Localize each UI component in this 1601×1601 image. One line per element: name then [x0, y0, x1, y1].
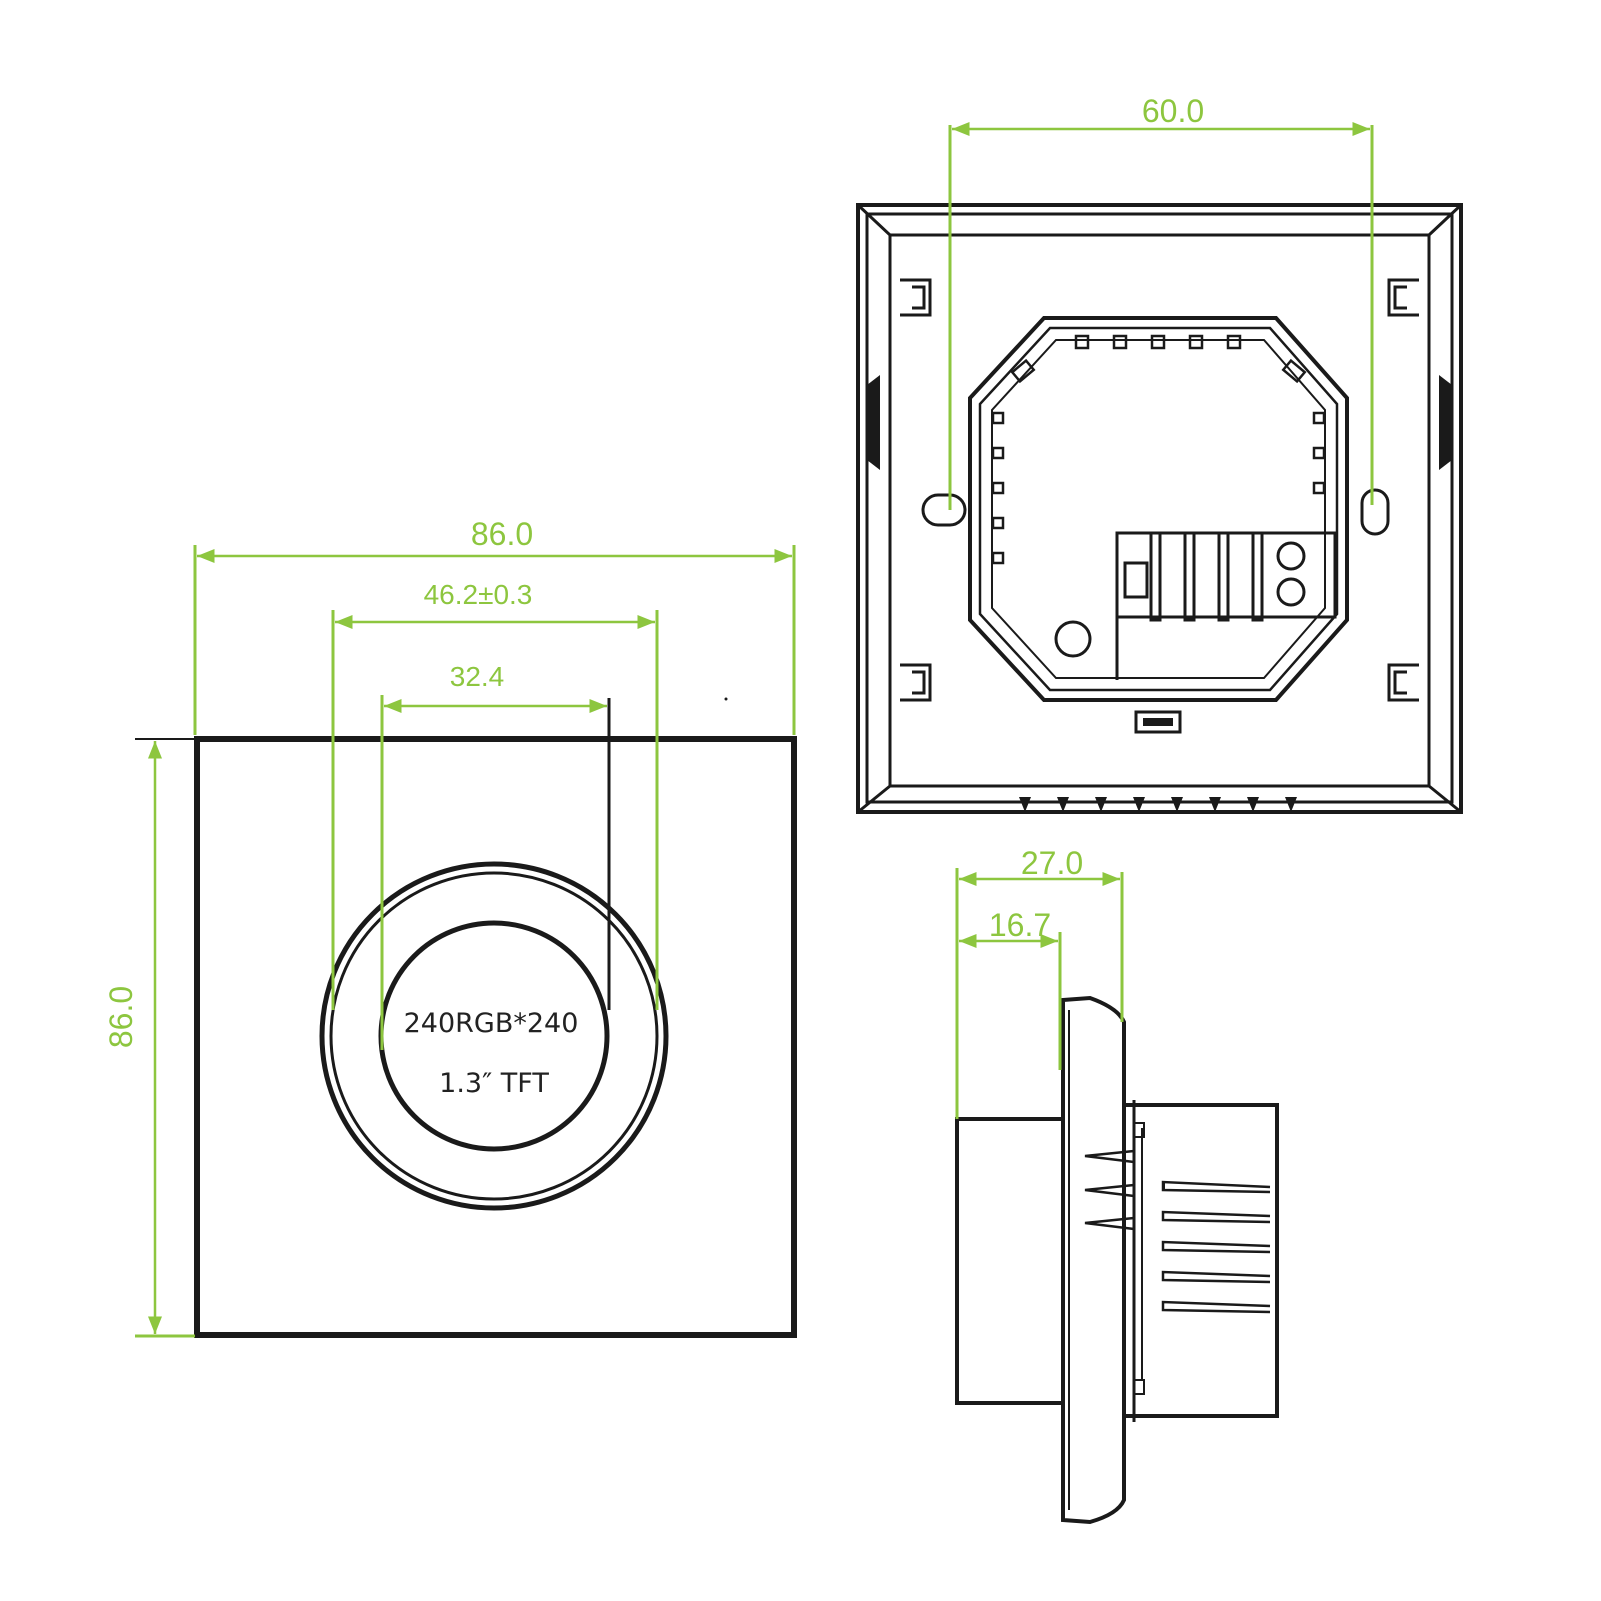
side-body [955, 1117, 1063, 1405]
outer-ring [319, 861, 669, 1211]
total-depth-label: 27.0 [1021, 845, 1083, 881]
screen-width-label: 32.4 [450, 661, 505, 692]
height-label: 86.0 [103, 986, 139, 1048]
screen-resolution-text: 240RGB*240 [404, 1008, 579, 1039]
hole-spacing-dimension: 60.0 [948, 93, 1374, 510]
body-depth-label: 16.7 [989, 907, 1051, 943]
rear-body-octagon [968, 316, 1349, 702]
screen-size-text: 1.3″ TFT [439, 1068, 549, 1099]
front-panel-outline [194, 736, 797, 1338]
terminal-block [1054, 531, 1337, 680]
middle-ring [329, 871, 659, 1201]
width-label: 86.0 [471, 516, 533, 552]
width-dimension: 86.0 [193, 516, 796, 735]
side-view: 27.0 16.7 [955, 845, 1279, 1525]
hole-spacing-label: 60.0 [1142, 93, 1204, 129]
total-depth-dimension: 27.0 [955, 845, 1124, 1119]
mounting-hole-left [921, 493, 967, 527]
height-dimension: 86.0 [103, 741, 195, 1338]
screen-dimension: 32.4 [380, 661, 607, 1050]
back-view: 60.0 [856, 93, 1463, 814]
body-depth-dimension: 16.7 [959, 907, 1062, 1070]
side-front-plate [1061, 995, 1126, 1525]
ring-label: 46.2±0.3 [424, 579, 533, 610]
mounting-hole-right [1360, 488, 1390, 536]
side-rear-housing [1124, 1103, 1279, 1418]
ring-dimension: 46.2±0.3 [331, 579, 659, 1010]
front-view: 86.0 46.2±0.3 32.4 86.0 240RGB*240 1.3″ … [103, 516, 797, 1338]
